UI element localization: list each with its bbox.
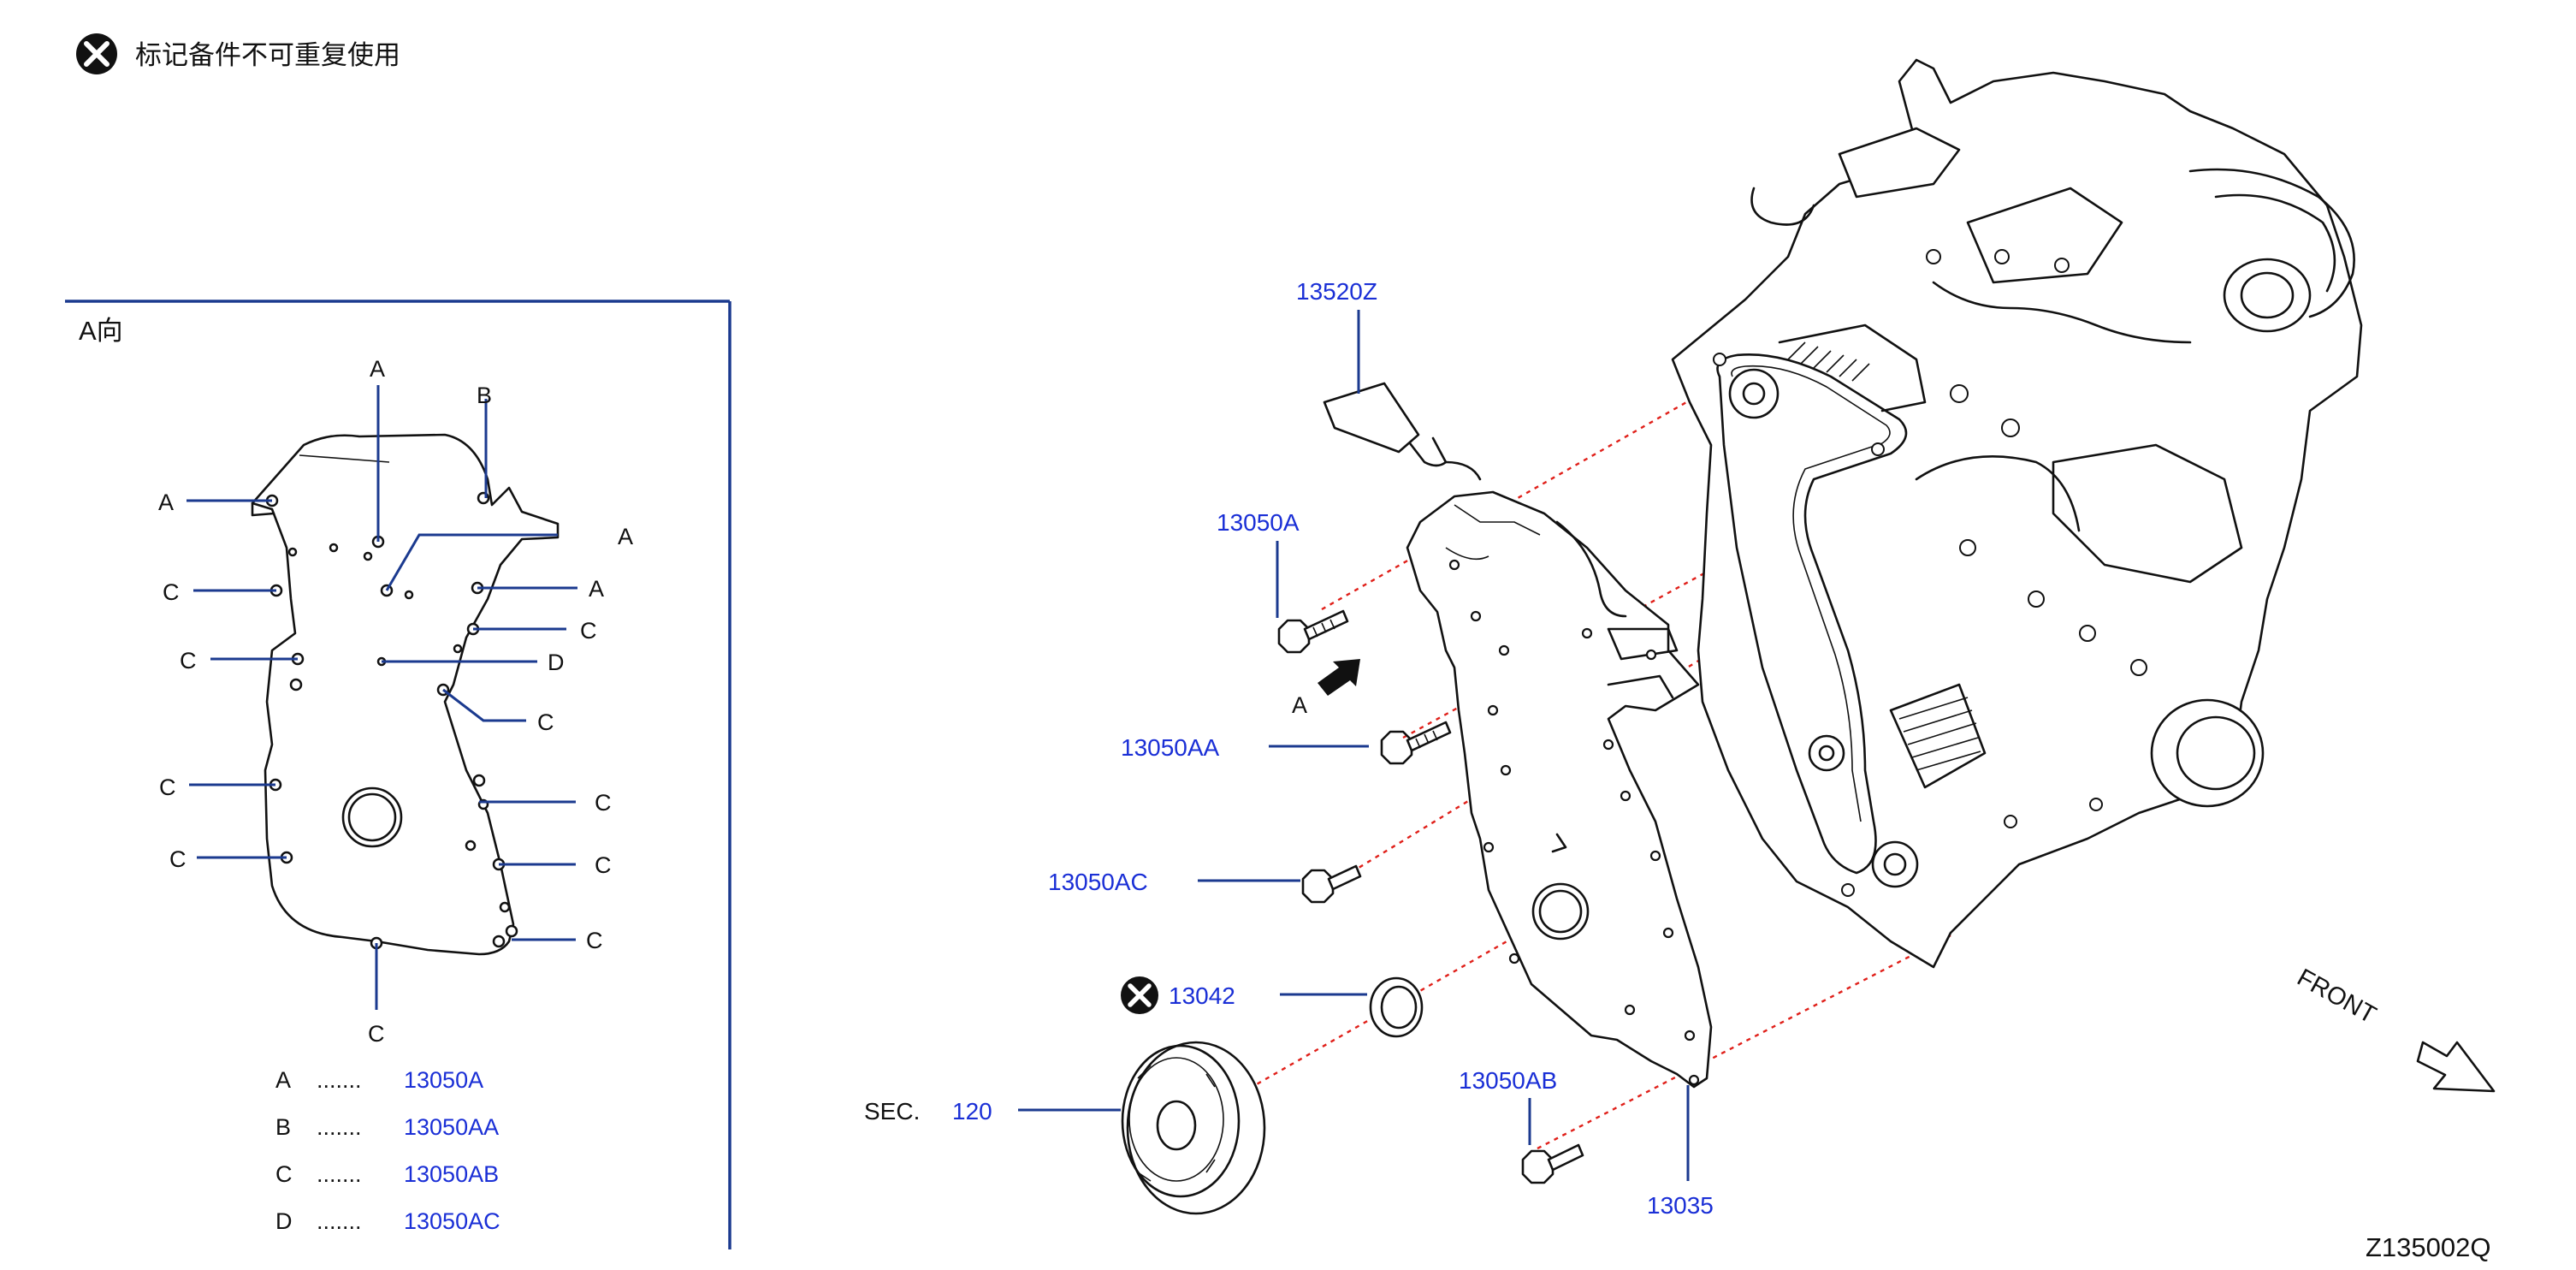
legend-key: D [275, 1208, 293, 1234]
callout-sec-number: 120 [952, 1098, 992, 1125]
callout-13050ab: 13050AB [1459, 1067, 1557, 1094]
point-label-b-top: B [477, 383, 492, 408]
view-a-panel: A向 [65, 300, 731, 1249]
legend-part: 13050AA [404, 1114, 499, 1140]
callout-leaders [1018, 310, 1690, 1181]
point-label-c-l1: C [163, 579, 180, 605]
crank-seal-view [341, 786, 403, 848]
legend-key: C [275, 1161, 293, 1187]
callout-13520z: 13520Z [1296, 278, 1377, 305]
cover-outline-view [251, 433, 560, 956]
view-arrow-a: A [1292, 659, 1360, 718]
callout-13050ac: 13050AC [1048, 869, 1148, 895]
legend-key: B [275, 1114, 291, 1140]
point-label-a-right2: A [589, 576, 604, 602]
bolt-legend: A ....... 13050A B ....... 13050AA C ...… [275, 1067, 500, 1234]
front-cover [1406, 490, 1713, 1089]
bolt-13050ab [1521, 1143, 1584, 1184]
point-label-c-r1: C [580, 618, 597, 644]
legend-text: 标记备件不可重复使用 [135, 40, 400, 70]
callout-13050aa: 13050AA [1121, 734, 1220, 761]
point-label-c-r3: C [595, 790, 612, 816]
crank-pulley [1121, 1041, 1266, 1215]
point-label-c-bottom: C [368, 1021, 385, 1047]
oil-seal-13042 [1369, 976, 1424, 1038]
legend-part: 13050A [404, 1067, 483, 1093]
point-label-c-r5: C [586, 928, 603, 953]
legend-part: 13050AC [404, 1208, 500, 1234]
point-label-a-top: A [370, 356, 385, 382]
legend-part: 13050AB [404, 1161, 499, 1187]
non-reusable-legend: 标记备件不可重复使用 [76, 33, 400, 74]
x-mark [84, 41, 110, 67]
callout-13035: 13035 [1647, 1192, 1714, 1219]
point-label-c-l4: C [169, 846, 187, 872]
arrow-a-label: A [1292, 692, 1307, 718]
point-label-d: D [548, 650, 565, 675]
point-label-c-r4: C [595, 852, 612, 878]
callout-13050a: 13050A [1217, 509, 1300, 536]
engine-assembly [1671, 58, 2363, 969]
point-label-c-r2: C [537, 709, 554, 735]
legend-dots: ....... [317, 1114, 362, 1140]
legend-dots: ....... [317, 1067, 362, 1093]
front-indicator: FRONT [2293, 964, 2496, 1093]
callout-sec-prefix: SEC. [864, 1098, 920, 1125]
view-title: A向 [79, 316, 123, 346]
legend-dots: ....... [317, 1161, 362, 1187]
point-label-a-left: A [158, 490, 174, 515]
bolt-13050ac [1301, 864, 1362, 904]
exploded-view: A [864, 58, 2496, 1262]
view-leaders [187, 385, 577, 1010]
x-mark [1128, 983, 1152, 1007]
drawing-code: Z135002Q [2366, 1232, 2491, 1262]
bolt-13050a [1277, 609, 1349, 654]
callout-13042: 13042 [1169, 982, 1235, 1009]
front-arrow-icon [2416, 1041, 2496, 1093]
cover-flange-left [251, 501, 275, 517]
point-label-c-l3: C [159, 774, 176, 800]
point-label-a-right1: A [618, 524, 633, 549]
legend-key: A [275, 1067, 291, 1093]
bolt-holes [265, 491, 518, 950]
sealant-tube [1323, 382, 1482, 481]
point-label-c-l2: C [180, 648, 197, 674]
crank-seal-view-inner [347, 792, 397, 842]
callout-13042-group: 13042 [1121, 976, 1235, 1014]
cover-rib [299, 454, 390, 463]
legend-dots: ....... [317, 1208, 362, 1234]
bolt-13050aa [1380, 721, 1452, 765]
front-label: FRONT [2293, 964, 2381, 1030]
